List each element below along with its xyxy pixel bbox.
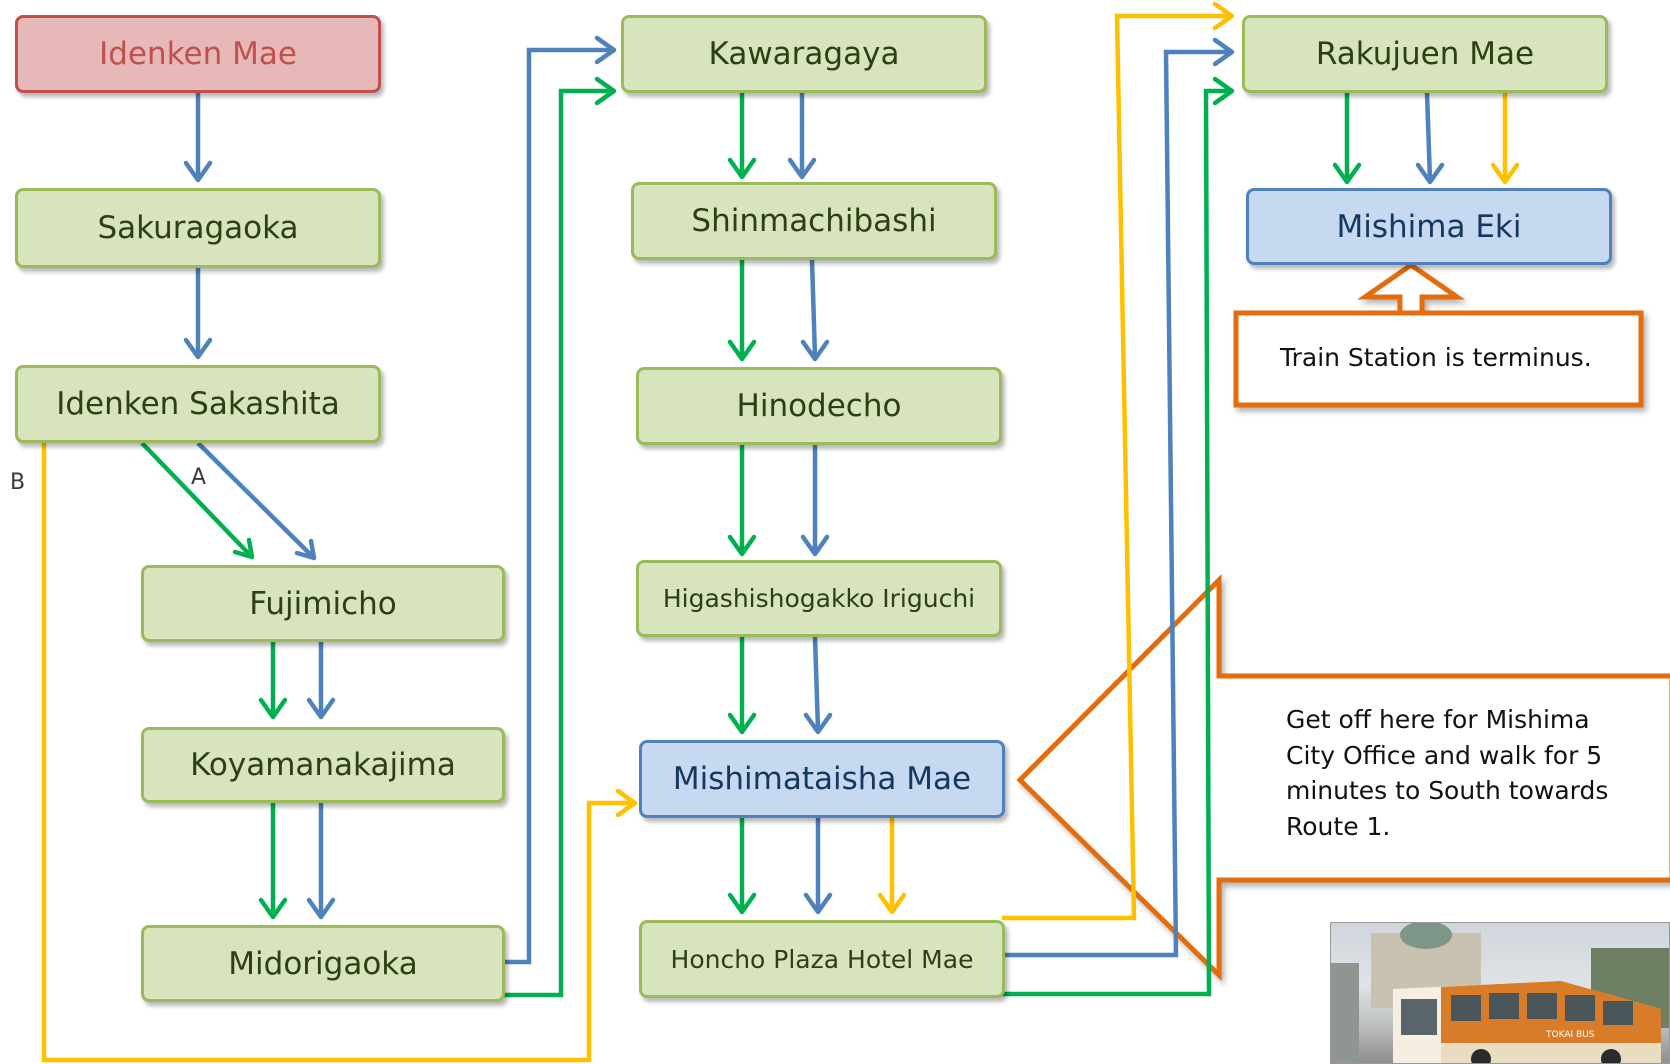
city-office-note-line: minutes to South towards: [1286, 776, 1609, 805]
stop-midorigaoka: Midorigaoka: [141, 925, 505, 1002]
blue-arrowhead: [787, 157, 817, 180]
blue-arrowhead: [183, 337, 213, 360]
green-arrowhead: [594, 76, 617, 106]
green-arrow: [1002, 88, 1230, 997]
blue-arrow: [1424, 92, 1433, 181]
stop-idenken-mae: Idenken Mae: [15, 15, 381, 93]
blue-arrow: [809, 259, 818, 358]
terminus-callout: [1233, 261, 1644, 408]
bus-sign-text: TOKAI BUS: [1545, 1030, 1595, 1040]
blue-arrow: [812, 636, 821, 731]
route-label-b: B: [10, 470, 26, 495]
city-office-callout: [1016, 573, 1670, 981]
stop-kawaragaya: Kawaragaya: [621, 15, 987, 93]
green-arrowhead: [1212, 76, 1235, 106]
blue-arrowhead: [306, 697, 336, 720]
stop-mishimataisha-mae: Mishimataisha Mae: [639, 740, 1005, 818]
yellow-arrowhead: [877, 892, 907, 915]
green-arrowhead: [1332, 162, 1362, 185]
green-arrow: [502, 88, 612, 998]
city-office-note: Get off here for Mishima City Office and…: [1286, 702, 1608, 844]
yellow-arrow: [41, 440, 633, 1063]
stop-sakuragaoka: Sakuragaoka: [15, 188, 381, 268]
yellow-arrowhead: [1490, 162, 1520, 185]
blue-arrowhead: [803, 892, 833, 915]
yellow-arrowhead: [615, 788, 638, 818]
stop-higashishogakko-iriguchi: Higashishogakko Iriguchi: [636, 560, 1002, 637]
blue-arrowhead: [594, 35, 617, 65]
blue-arrow: [502, 47, 612, 965]
green-arrow: [140, 441, 252, 557]
blue-arrowhead: [183, 160, 213, 183]
blue-arrowhead: [294, 538, 317, 561]
blue-arrowhead: [800, 339, 830, 362]
stop-koyamanakajima: Koyamanakajima: [141, 727, 505, 803]
bus-illustration: TOKAI BUS: [1331, 923, 1669, 1063]
stop-fujimicho: Fujimicho: [141, 565, 505, 642]
green-arrowhead: [727, 339, 757, 362]
blue-arrowhead: [1415, 162, 1445, 185]
stop-mishima-eki: Mishima Eki: [1246, 188, 1612, 265]
stop-honcho-plaza-hotel-mae: Honcho Plaza Hotel Mae: [639, 920, 1005, 998]
blue-arrowhead: [1212, 37, 1235, 67]
stop-hinodecho: Hinodecho: [636, 367, 1002, 445]
city-office-note-line: Route 1.: [1286, 811, 1391, 841]
city-office-note-line: Get off here for Mishima: [1286, 705, 1590, 734]
yellow-arrowhead: [1212, 1, 1235, 31]
blue-arrowhead: [800, 534, 830, 557]
green-arrowhead: [727, 157, 757, 180]
blue-arrow: [196, 441, 314, 558]
green-arrowhead: [727, 892, 757, 915]
stop-shinmachibashi: Shinmachibashi: [631, 182, 997, 260]
bus-photo: TOKAI BUS: [1330, 922, 1670, 1064]
blue-arrowhead: [306, 897, 336, 920]
green-arrowhead: [258, 697, 288, 720]
green-arrowhead: [232, 537, 255, 560]
yellow-arrow: [1002, 13, 1230, 921]
green-arrowhead: [727, 534, 757, 557]
route-label-a: A: [191, 465, 207, 490]
green-arrowhead: [258, 897, 288, 920]
blue-arrow: [1002, 49, 1230, 958]
blue-arrowhead: [803, 712, 833, 735]
city-office-note-line: City Office and walk for 5: [1286, 740, 1603, 770]
stop-idenken-sakashita: Idenken Sakashita: [15, 365, 381, 443]
stop-rakujuen-mae: Rakujuen Mae: [1242, 15, 1608, 93]
green-arrowhead: [727, 712, 757, 735]
terminus-note: Train Station is terminus.: [1280, 343, 1592, 372]
